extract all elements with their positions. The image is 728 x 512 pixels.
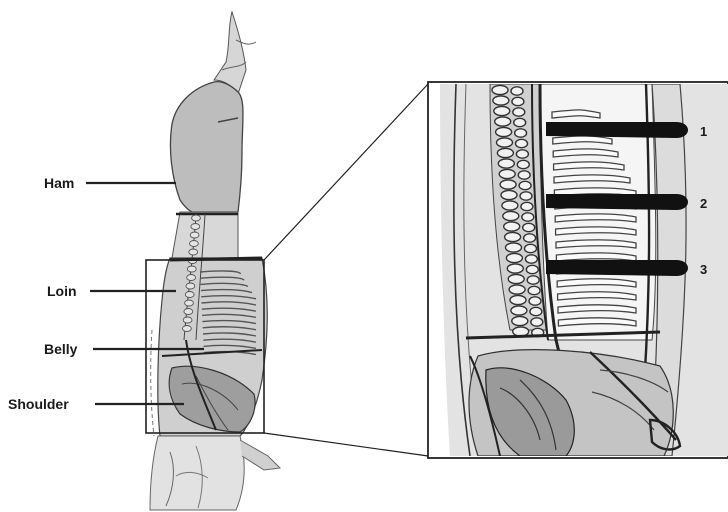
vertebra-shape (525, 255, 537, 263)
vertebra-shape (189, 249, 198, 255)
vertebra-shape (520, 192, 532, 200)
vertebra-shape (513, 108, 525, 116)
label-loin-text: Loin (47, 283, 77, 299)
vertebra-shape (190, 232, 199, 238)
vertebra-shape (528, 286, 540, 294)
vertebra-shape (527, 276, 539, 284)
vertebra-shape (522, 213, 534, 221)
vertebra-shape (499, 169, 515, 178)
vertebra-shape (183, 317, 192, 323)
label-belly-text: Belly (44, 341, 78, 357)
label-shoulder-text: Shoulder (8, 396, 69, 412)
vertebra-shape (497, 138, 513, 147)
vertebra-shape (530, 307, 542, 315)
vertebra-shape (521, 202, 533, 210)
vertebra-shape (512, 97, 524, 105)
vertebra-shape (495, 117, 511, 126)
vertebra-shape (511, 306, 527, 315)
vertebra-shape (512, 316, 528, 325)
label-loin: Loin (47, 283, 176, 299)
vertebra-shape (500, 180, 516, 189)
label-ham: Ham (44, 175, 176, 191)
vertebra-shape (503, 211, 519, 220)
enlarged-view (428, 82, 728, 458)
vertebra-shape (184, 309, 193, 315)
vertebra-shape (498, 159, 514, 168)
vertebra-shape (514, 118, 526, 126)
vertebra-shape (510, 295, 526, 304)
vertebra-shape (504, 222, 520, 231)
vertebra-shape (497, 148, 513, 157)
zoom-connectors (264, 84, 428, 456)
vertebra-shape (493, 96, 509, 105)
vertebra-shape (508, 274, 524, 283)
vertebra-shape (492, 85, 508, 94)
vertebra-shape (516, 150, 528, 158)
vertebra-shape (515, 129, 527, 137)
vertebra-shape (519, 181, 531, 189)
cut-number-1: 1 (700, 124, 707, 139)
vertebra-shape (529, 297, 541, 305)
vertebra-shape (186, 283, 195, 289)
vertebra-shape (496, 127, 512, 136)
vertebra-shape (191, 224, 200, 230)
vertebra-shape (525, 244, 537, 252)
vertebra-shape (185, 300, 194, 306)
vertebra-shape (192, 215, 201, 221)
vertebra-shape (531, 318, 543, 326)
vertebra-shape (505, 232, 521, 241)
vertebra-shape (507, 264, 523, 273)
vertebra-shape (509, 285, 525, 294)
vertebra-shape (506, 253, 522, 262)
vertebra-shape (502, 201, 518, 210)
vertebra-shape (183, 326, 192, 332)
vertebra-shape (187, 275, 196, 281)
vertebra-shape (187, 266, 196, 272)
vertebra-shape (517, 160, 529, 168)
vertebra-shape (518, 171, 530, 179)
vertebra-shape (526, 265, 538, 273)
carcass-outline (150, 12, 280, 510)
vertebra-shape (511, 87, 523, 95)
vertebra-shape (524, 234, 536, 242)
vertebra-shape (501, 190, 517, 199)
vertebra-shape (185, 292, 194, 298)
cut-number-2: 2 (700, 196, 707, 211)
label-ham-text: Ham (44, 175, 74, 191)
vertebra-shape (506, 243, 522, 252)
ham-region (170, 82, 243, 212)
vertebra-shape (523, 223, 535, 231)
cut-number-3: 3 (700, 262, 707, 277)
vertebra-shape (516, 139, 528, 147)
vertebra-shape (190, 241, 199, 247)
vertebra-shape (494, 106, 510, 115)
